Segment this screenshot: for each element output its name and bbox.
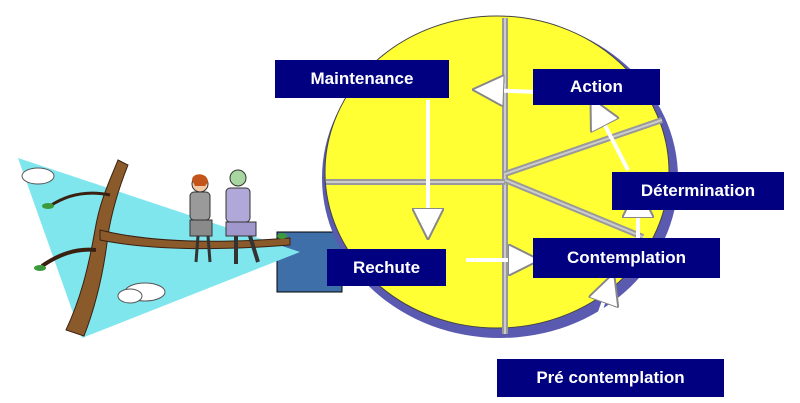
stage-label-determination: Détermination	[612, 172, 784, 210]
stage-label-action: Action	[533, 69, 660, 105]
stage-label-pre-contemplation: Pré contemplation	[497, 359, 724, 397]
stage-label-rechute: Rechute	[327, 249, 446, 286]
stage-label-contemplation: Contemplation	[533, 238, 720, 278]
arrow-determination-to-action	[596, 108, 630, 171]
arrow-action-to-maintenance	[484, 90, 539, 92]
tree-people-illustration	[18, 158, 300, 338]
arrow-precontemplation-to-contemplation	[600, 284, 610, 313]
stage-label-maintenance: Maintenance	[275, 60, 449, 98]
